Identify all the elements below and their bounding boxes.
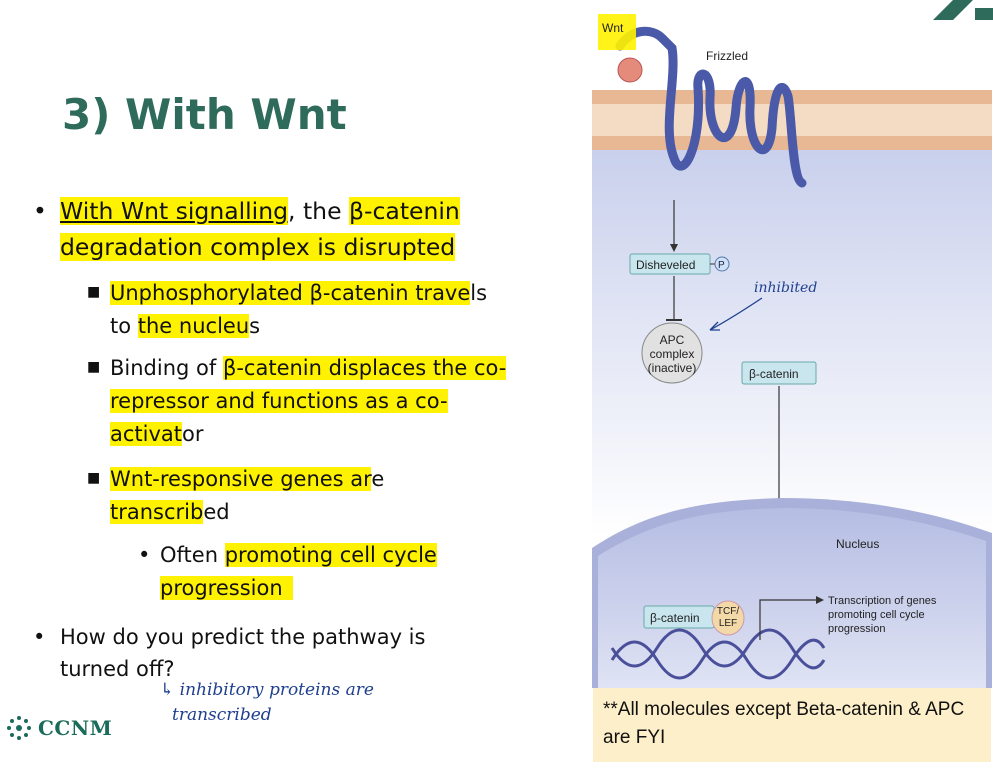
transcription-label-1: Transcription of genes bbox=[828, 595, 937, 607]
handwritten-answer-line-2: transcribed bbox=[172, 705, 272, 725]
tertiary-bullet-line-2: progression bbox=[160, 576, 293, 600]
sub-bullet-marker: ■ bbox=[87, 470, 101, 486]
bullet-2-line-2: turned off? bbox=[60, 657, 175, 681]
highlight-text: progression bbox=[160, 576, 293, 600]
highlight-text: activat bbox=[110, 422, 183, 446]
tcf-label-2: LEF bbox=[719, 618, 737, 629]
bullet-marker: • bbox=[33, 625, 46, 649]
sub-bullet-1-line-2: to the nucleus bbox=[110, 314, 261, 338]
logo-mark-icon bbox=[7, 716, 31, 740]
highlight-text: Unphosphorylated β-catenin trave bbox=[110, 281, 471, 305]
highlight-text: Wnt-responsive genes ar bbox=[110, 467, 372, 491]
transcription-arrow bbox=[759, 599, 818, 640]
logo-text: CCNM bbox=[38, 716, 113, 740]
bullet-2-line-1: How do you predict the pathway is bbox=[60, 625, 426, 649]
handwritten-inhibited: inhibited bbox=[754, 280, 817, 296]
tcf-label-1: TCF/ bbox=[717, 606, 739, 617]
dna-helix bbox=[610, 628, 826, 680]
handwritten-arrow bbox=[709, 297, 763, 331]
sub-bullet-marker: ■ bbox=[87, 284, 101, 300]
highlight-text: the nucleu bbox=[137, 314, 250, 338]
highlight-text: degradation complex is disrupted bbox=[60, 233, 456, 261]
transcription-label-2: promoting cell cycle bbox=[828, 609, 925, 621]
sub-bullet-marker: ■ bbox=[87, 359, 101, 375]
sub-bullet-2-line-3: activator bbox=[110, 422, 204, 446]
phosphate-label: P bbox=[718, 260, 725, 271]
highlight-text: β-catenin bbox=[349, 197, 460, 225]
sub-bullet-2-line-2: repressor and functions as a co- bbox=[110, 389, 448, 413]
beta-catenin-cyto-label: β-catenin bbox=[749, 367, 799, 381]
wnt-highlight bbox=[598, 14, 636, 50]
sub-bullet-3-line-1: Wnt-responsive genes are bbox=[110, 467, 385, 491]
corner-decoration bbox=[933, 0, 993, 20]
highlight-text: With Wnt signalling bbox=[60, 197, 289, 225]
slide-title: 3) With Wnt bbox=[62, 90, 347, 139]
highlight-text: β-catenin displaces the co- bbox=[222, 356, 507, 380]
bullet-1-line-1: With Wnt signalling, the β-catenin bbox=[60, 197, 460, 225]
transcription-label-3: progression bbox=[828, 623, 885, 635]
highlight-text: promoting cell cycle bbox=[224, 543, 437, 567]
frizzled-label: Frizzled bbox=[706, 49, 748, 63]
apc-label-1: APC bbox=[660, 333, 685, 347]
wnt-ligand bbox=[617, 57, 643, 83]
handwritten-answer-line-1: ↳ inhibitory proteins are bbox=[160, 680, 374, 700]
ccnm-logo: CCNM bbox=[4, 713, 112, 743]
tertiary-bullet-marker: • bbox=[138, 543, 151, 567]
frizzled-receptor bbox=[615, 26, 807, 188]
highlight-text: transcrib bbox=[110, 500, 204, 524]
wnt-pathway-figure: Wnt Frizzled Disheveled P APC complex (i… bbox=[592, 14, 992, 688]
disheveled-label: Disheveled bbox=[636, 258, 695, 272]
sub-bullet-3-line-2: transcribed bbox=[110, 500, 230, 524]
nucleus-label: Nucleus bbox=[836, 537, 879, 551]
sub-bullet-2-line-1: Binding of β-catenin displaces the co- bbox=[110, 356, 507, 380]
tertiary-bullet-line-1: Often promoting cell cycle bbox=[160, 543, 437, 567]
phosphate-icon bbox=[714, 256, 730, 272]
fyi-note: **All molecules except Beta-catenin & AP… bbox=[593, 688, 991, 762]
tcf-lef-factor bbox=[711, 600, 745, 636]
apc-complex bbox=[641, 322, 703, 384]
arrow-head-icon bbox=[670, 244, 678, 252]
apc-label-3: (inactive) bbox=[648, 361, 697, 375]
bullet-1-line-2: degradation complex is disrupted bbox=[60, 233, 456, 261]
beta-catenin-nuc-label: β-catenin bbox=[650, 611, 700, 625]
wnt-label: Wnt bbox=[602, 21, 624, 35]
apc-label-2: complex bbox=[650, 347, 695, 361]
arrow-head-icon bbox=[816, 596, 824, 604]
highlight-text: repressor and functions as a co- bbox=[110, 389, 448, 413]
sub-bullet-1-line-1: Unphosphorylated β-catenin travels bbox=[110, 281, 488, 305]
bullet-marker: • bbox=[33, 197, 47, 225]
beta-catenin-cyto-box bbox=[741, 361, 817, 385]
